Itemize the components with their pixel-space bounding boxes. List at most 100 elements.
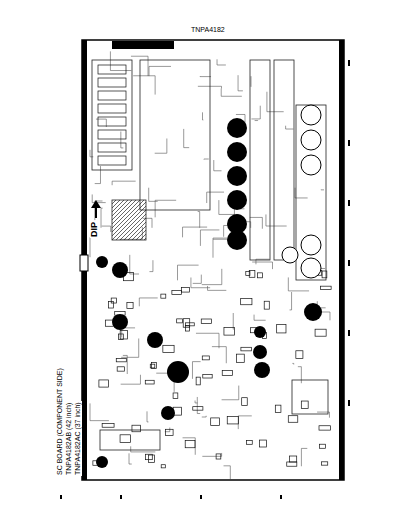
- trace: [155, 139, 167, 154]
- trace: [149, 66, 171, 76]
- smd-footprint: [185, 325, 189, 331]
- trace: [202, 269, 222, 285]
- smd-footprint: [193, 407, 203, 411]
- board-title: SC BOARD (COMPONENT SIDE): [56, 367, 64, 476]
- trace: [255, 120, 258, 122]
- transistor-footprint: [98, 130, 126, 139]
- trace: [129, 453, 132, 464]
- smd-footprint: [165, 429, 173, 435]
- trace: [251, 106, 260, 119]
- trace: [266, 214, 287, 226]
- smd-footprint: [132, 425, 141, 432]
- trace: [224, 466, 231, 479]
- trace: [292, 363, 293, 364]
- smd-footprint: [120, 331, 127, 339]
- smd-footprint: [315, 329, 326, 336]
- transistor-footprint: [98, 156, 126, 165]
- trace: [290, 292, 292, 310]
- transistor-footprint: [98, 78, 126, 87]
- trace: [130, 255, 139, 274]
- trace: [90, 403, 109, 420]
- smd-footprint: [177, 319, 183, 323]
- trace: [202, 453, 221, 456]
- trace: [147, 411, 148, 422]
- trace: [233, 313, 234, 329]
- board-label: TNPA4182AB (42 inch): [65, 402, 73, 476]
- trace: [251, 76, 252, 87]
- trace: [122, 328, 135, 338]
- smd-footprint: [296, 351, 303, 359]
- smd-footprint: [102, 424, 114, 428]
- transistor-footprint: [98, 104, 126, 113]
- smd-footprint: [203, 374, 212, 378]
- board-label: DIP: [90, 221, 100, 238]
- trace: [238, 416, 252, 429]
- trace: [238, 75, 243, 91]
- smd-footprint: [258, 273, 263, 278]
- trace: [101, 208, 103, 228]
- transistor-footprint: [98, 91, 126, 100]
- smd-footprint: [319, 426, 330, 430]
- smd-footprint: [275, 405, 281, 412]
- trace: [112, 181, 136, 185]
- smd-footprint: [111, 298, 116, 303]
- smd-footprint: [202, 356, 209, 360]
- smd-footprint: [247, 440, 253, 444]
- component-footprints: [93, 65, 331, 468]
- smd-footprint: [322, 462, 328, 465]
- trace: [202, 112, 204, 120]
- smd-footprint: [288, 416, 297, 423]
- pin-marks: [60, 60, 350, 499]
- trace: [131, 446, 156, 452]
- smd-footprint: [145, 380, 154, 384]
- trace: [131, 56, 148, 76]
- smd-footprint: [241, 299, 252, 305]
- smd-footprint: [99, 380, 109, 387]
- smd-footprint: [264, 301, 269, 309]
- trace: [200, 76, 211, 77]
- trace: [110, 51, 131, 70]
- trace: [196, 333, 219, 348]
- smd-footprint: [222, 371, 232, 376]
- trace: [183, 438, 196, 455]
- smd-footprint: [211, 418, 220, 426]
- smd-footprint: [216, 454, 221, 459]
- smd-footprint: [227, 417, 238, 424]
- smd-footprint: [201, 319, 211, 324]
- trace: [208, 286, 227, 290]
- smd-footprint: [224, 328, 234, 336]
- smd-footprint: [117, 367, 124, 371]
- smd-footprint: [242, 398, 248, 406]
- trace: [121, 132, 123, 148]
- trace: [317, 412, 329, 418]
- heatsink-blocks: [92, 60, 328, 450]
- trace: [95, 166, 101, 183]
- trace: [252, 262, 272, 269]
- smd-footprint: [172, 290, 181, 294]
- smd-footprint: [116, 358, 126, 361]
- trace: [288, 277, 309, 290]
- trace: [212, 347, 226, 364]
- smd-footprint: [181, 288, 189, 292]
- dip-arrow: [91, 200, 101, 218]
- board-outline: [80, 40, 344, 480]
- trace: [149, 260, 152, 271]
- smd-footprint: [145, 454, 152, 459]
- smd-footprint: [120, 435, 130, 443]
- trace: [102, 226, 111, 232]
- trace: [90, 237, 91, 257]
- smd-footprint: [289, 456, 296, 462]
- trace: [207, 192, 224, 203]
- smd-footprint: [161, 465, 165, 468]
- smd-footprint: [260, 440, 267, 447]
- smd-footprint: [196, 377, 200, 385]
- trace: [184, 129, 189, 148]
- smd-footprint: [173, 393, 178, 399]
- smd-footprint: [320, 444, 326, 448]
- smd-footprint: [287, 462, 297, 466]
- trace: [193, 275, 202, 284]
- transistor-footprint: [98, 143, 126, 152]
- trace: [250, 217, 263, 228]
- smd-footprint: [321, 286, 332, 289]
- trace: [121, 375, 141, 384]
